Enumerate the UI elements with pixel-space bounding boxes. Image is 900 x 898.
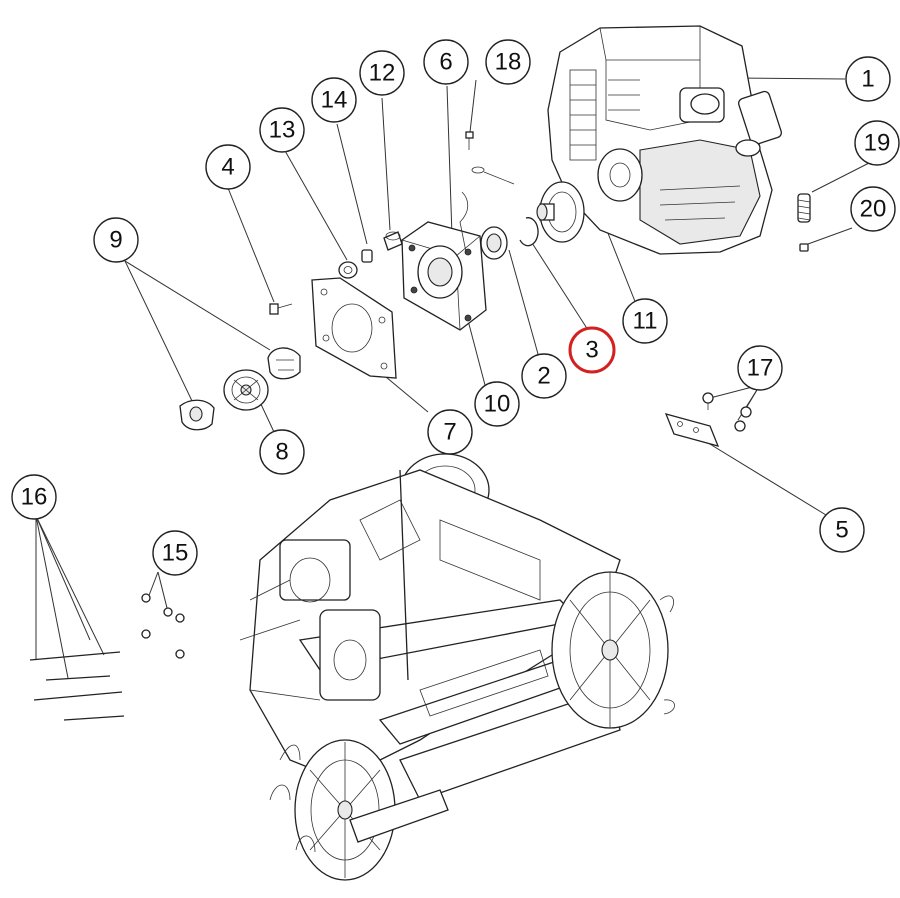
spring-part-19 xyxy=(797,193,811,223)
long-bolt-part-16 xyxy=(29,651,125,721)
callout-labels: 1 2 3 4 5 6 7 8 xyxy=(11,39,900,576)
bolt-part-4 xyxy=(269,303,293,315)
callout-9: 9 xyxy=(93,217,139,263)
bearing-part-2 xyxy=(480,226,508,260)
svg-text:4: 4 xyxy=(221,154,234,181)
svg-text:15: 15 xyxy=(162,540,189,567)
svg-text:3: 3 xyxy=(585,337,598,364)
screw-part-20 xyxy=(799,243,809,252)
svg-text:20: 20 xyxy=(860,196,887,223)
callout-3-highlighted: 3 xyxy=(568,326,616,374)
rod-part-6 xyxy=(459,166,515,253)
sleeve-part-12 xyxy=(383,231,403,251)
callout-1: 1 xyxy=(845,56,891,102)
svg-text:13: 13 xyxy=(269,117,296,144)
callout-18: 18 xyxy=(485,39,531,85)
svg-text:16: 16 xyxy=(21,484,48,511)
leader-lines xyxy=(35,77,870,679)
nut-part-15 xyxy=(141,593,185,659)
svg-text:18: 18 xyxy=(495,49,522,76)
tiller-frame-assembly xyxy=(239,453,675,881)
callout-16: 16 xyxy=(11,474,57,520)
svg-text:5: 5 xyxy=(835,517,848,544)
callout-5: 5 xyxy=(819,507,865,553)
pin-part-14 xyxy=(361,249,373,263)
callout-20: 20 xyxy=(850,186,896,232)
pulley-part-8 xyxy=(223,369,269,411)
callout-2: 2 xyxy=(521,353,567,399)
bracket-part-5 xyxy=(664,413,720,447)
fastener-part-17 xyxy=(702,392,752,432)
clutch-drum-part-11 xyxy=(536,181,585,243)
svg-text:14: 14 xyxy=(321,87,348,114)
svg-text:12: 12 xyxy=(369,60,396,87)
callout-10: 10 xyxy=(474,381,520,427)
svg-text:8: 8 xyxy=(275,439,288,466)
svg-text:10: 10 xyxy=(484,391,511,418)
callout-8: 8 xyxy=(259,429,305,475)
callout-12: 12 xyxy=(359,50,405,96)
svg-text:7: 7 xyxy=(443,419,456,446)
svg-text:2: 2 xyxy=(537,363,550,390)
callout-11: 11 xyxy=(622,298,668,344)
screw-part-18 xyxy=(465,131,474,150)
washer-part-13 xyxy=(338,261,358,279)
gear-housing-part-10 xyxy=(401,221,487,331)
callout-15: 15 xyxy=(152,530,198,576)
svg-text:17: 17 xyxy=(747,355,774,382)
callout-17: 17 xyxy=(737,345,783,391)
callout-6: 6 xyxy=(423,39,469,85)
engine-part-1 xyxy=(547,25,782,255)
gasket-part-7 xyxy=(311,277,397,379)
callout-14: 14 xyxy=(311,77,357,123)
clutch-shoe-part-9 xyxy=(179,347,301,431)
callout-7: 7 xyxy=(427,409,473,455)
svg-text:9: 9 xyxy=(109,227,122,254)
callout-4: 4 xyxy=(205,144,251,190)
svg-text:11: 11 xyxy=(633,308,658,335)
svg-text:6: 6 xyxy=(439,49,452,76)
callout-13: 13 xyxy=(259,107,305,153)
svg-text:19: 19 xyxy=(864,130,891,157)
svg-text:1: 1 xyxy=(861,66,874,93)
callout-19: 19 xyxy=(854,120,900,166)
circlip-part-3 xyxy=(519,217,539,247)
